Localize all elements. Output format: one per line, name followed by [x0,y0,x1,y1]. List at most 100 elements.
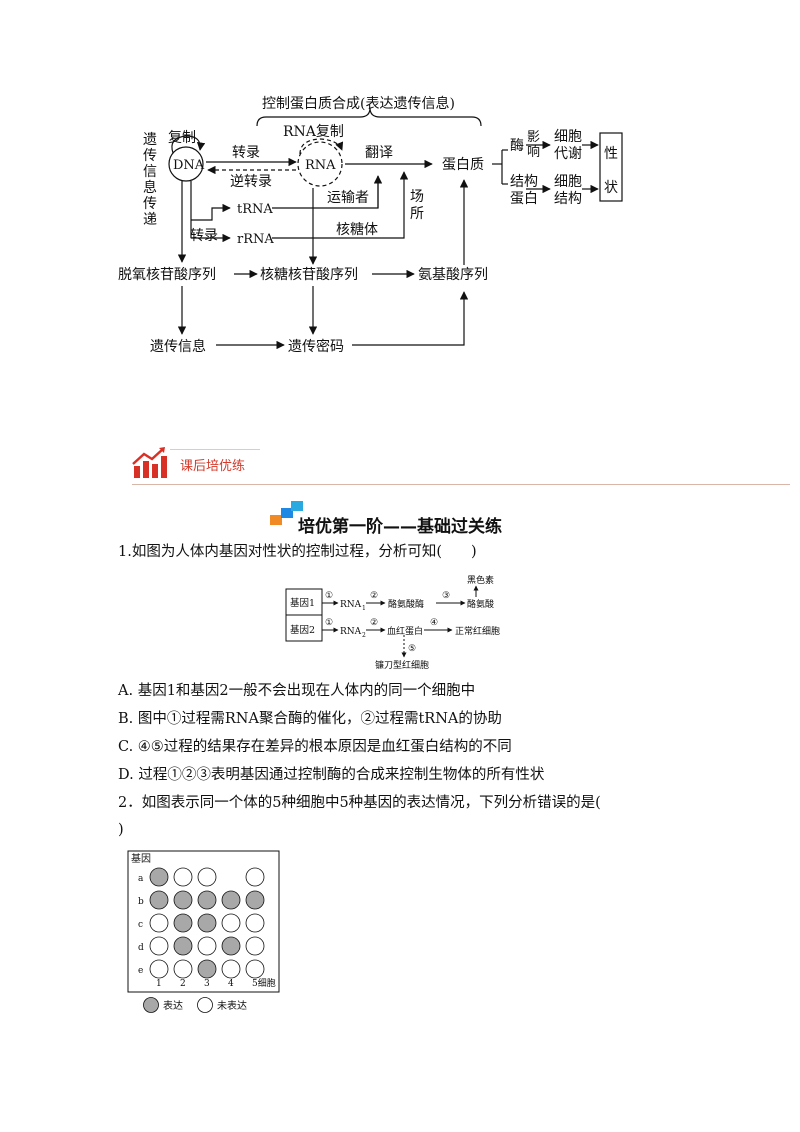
q1-step3: ③ [442,591,450,601]
q1-option-d: D. 过程①②③表明基因通过控制酶的合成来控制生物体的所有性状 [118,767,545,783]
q1-melanin: 黑色素 [467,574,494,586]
q1-step1-top: ① [325,591,333,601]
ribosome-label: 核糖体 [336,222,378,238]
trait-label-1: 性 [604,146,618,162]
legend-not-expressed-label: 未表达 [217,999,247,1012]
q2-col-label-1: 1 [156,979,162,989]
q1-option-b: B. 图中①过程需RNA聚合酶的催化，②过程需tRNA的协助 [118,711,502,727]
q1-figure: 基因1 基因2 ① ① RNA 1 RNA 2 ② ② 酪氨酸酶 ③ 酪氨酸 黑… [285,574,500,671]
section-top-rule [170,449,260,450]
cell-metabolism-2: 代谢 [554,146,582,162]
q2-cell-b-2 [173,890,193,910]
genetic-info-flow-diagram: 控制蛋白质合成(表达遗传信息) 遗 传 信 息 传 递 复制 DNA RNA复制… [118,95,623,355]
q1-stem: 1.如图为人体内基因对性状的控制过程，分析可知( ) [118,544,477,560]
q1-step4: ④ [430,618,438,628]
genetic-info-label: 遗传信息 [150,338,206,355]
q1-gene1: 基因1 [290,597,315,609]
q1-gene2: 基因2 [290,624,315,636]
q2-row-label-b: b [138,897,144,907]
rna-dashed-circle [297,141,343,187]
q1-option-c: C. ④⑤过程的结果存在差异的根本原因是血红蛋白结构的不同 [118,739,512,755]
stage-title: 培优第一阶——基础过关练 [298,517,502,537]
transcription-label: 转录 [232,145,260,161]
site-label-2: 所 [410,206,424,222]
section-rule [132,484,790,485]
q1-rna2: RNA [340,627,362,637]
cell-structure-2: 结构 [554,191,582,207]
trait-label-2: 状 [604,180,618,196]
dna-circle [168,146,204,182]
q2-cell-c-4 [221,913,241,933]
q2-cell-a-5 [245,867,265,887]
q2-cell-e-5 [245,959,265,979]
q2-cell-e-1 [149,959,169,979]
q2-row-label-d: d [138,943,144,953]
enzyme-label: 酶 [510,138,524,154]
cell-structure-1: 细胞 [554,174,582,190]
dna-label: DNA [173,158,205,173]
side-label-6: 递 [143,212,157,228]
transporter-label: 运输者 [327,190,369,206]
q2-cell-d-4 [221,936,241,956]
side-label-3: 信 [143,164,157,180]
q1-rna1: RNA [340,600,362,610]
legend-expressed-marker [143,997,159,1013]
q2-row-label-a: a [138,874,144,884]
q1-step2-top: ② [370,591,378,601]
section-label: 课后培优练 [180,459,246,474]
trait-box [599,132,623,202]
rrna-label: rRNA [237,232,274,247]
q1-tyrosinase: 酪氨酸酶 [388,598,424,610]
side-label-4: 息 [143,179,157,196]
legend-not-expressed-marker [197,997,213,1013]
q2-cell-b-3 [197,890,217,910]
translation-label: 翻译 [365,145,393,161]
stage-icon [270,501,303,525]
q1-tyrosine: 酪氨酸 [467,598,494,610]
structural-protein-1: 结构 [510,174,538,190]
legend-expressed-label: 表达 [163,999,183,1012]
q2-col-label-4: 4 [228,979,234,989]
trna-label: tRNA [237,202,273,217]
top-label: 控制蛋白质合成(表达遗传信息) [262,95,455,112]
q1-option-a: A. 基因1和基因2一般不会出现在人体内的同一个细胞中 [118,683,476,699]
q1-step5: ⑤ [408,644,416,654]
q2-stem-line1: 2．如图表示同一个体的5种细胞中5种基因的表达情况，下列分析错误的是( [118,795,601,811]
q2-col-label-3: 3 [204,979,210,989]
q2-cell-a-3 [197,867,217,887]
aa-seq-label: 氨基酸序列 [418,266,488,283]
reverse-transcription-label: 逆转录 [230,174,272,190]
genetic-code-label: 遗传密码 [288,338,344,355]
q2-col-label-5: 5细胞 [252,977,276,989]
q2-cell-c-5 [245,913,265,933]
site-label-1: 场 [410,189,424,205]
protein-label: 蛋白质 [442,157,484,173]
q2-row-label-c: c [138,920,143,930]
q2-cell-b-5 [245,890,265,910]
q2-stem-line2: ) [118,822,124,838]
q2-cell-b-1 [149,890,169,910]
replication-arrow [171,135,206,154]
rna-replication-label: RNA复制 [283,123,344,140]
q1-hemoglobin: 血红蛋白 [387,625,423,637]
chart-growth-icon [132,447,167,478]
rna-label: RNA [305,158,336,173]
q1-sickle: 镰刀型红细胞 [375,659,429,671]
q2-cell-a-1 [149,867,169,887]
q2-cell-a-2 [173,867,193,887]
q2-cell-d-2 [173,936,193,956]
q2-row-label-e: e [138,966,143,976]
q2-cell-e-4 [221,959,241,979]
q1-step1-bottom: ① [325,618,333,628]
cell-metabolism-1: 细胞 [554,129,582,145]
replication-label: 复制 [168,129,196,146]
structural-protein-2: 蛋白 [510,191,538,207]
q2-cell-d-1 [149,936,169,956]
q2-cell-e-2 [173,959,193,979]
influence-label-1: 影 [527,130,540,145]
q2-cell-b-4 [221,890,241,910]
q1-normal-rbc: 正常红细胞 [455,625,500,637]
brace [256,107,482,127]
influence-label-2: 响 [527,144,540,160]
